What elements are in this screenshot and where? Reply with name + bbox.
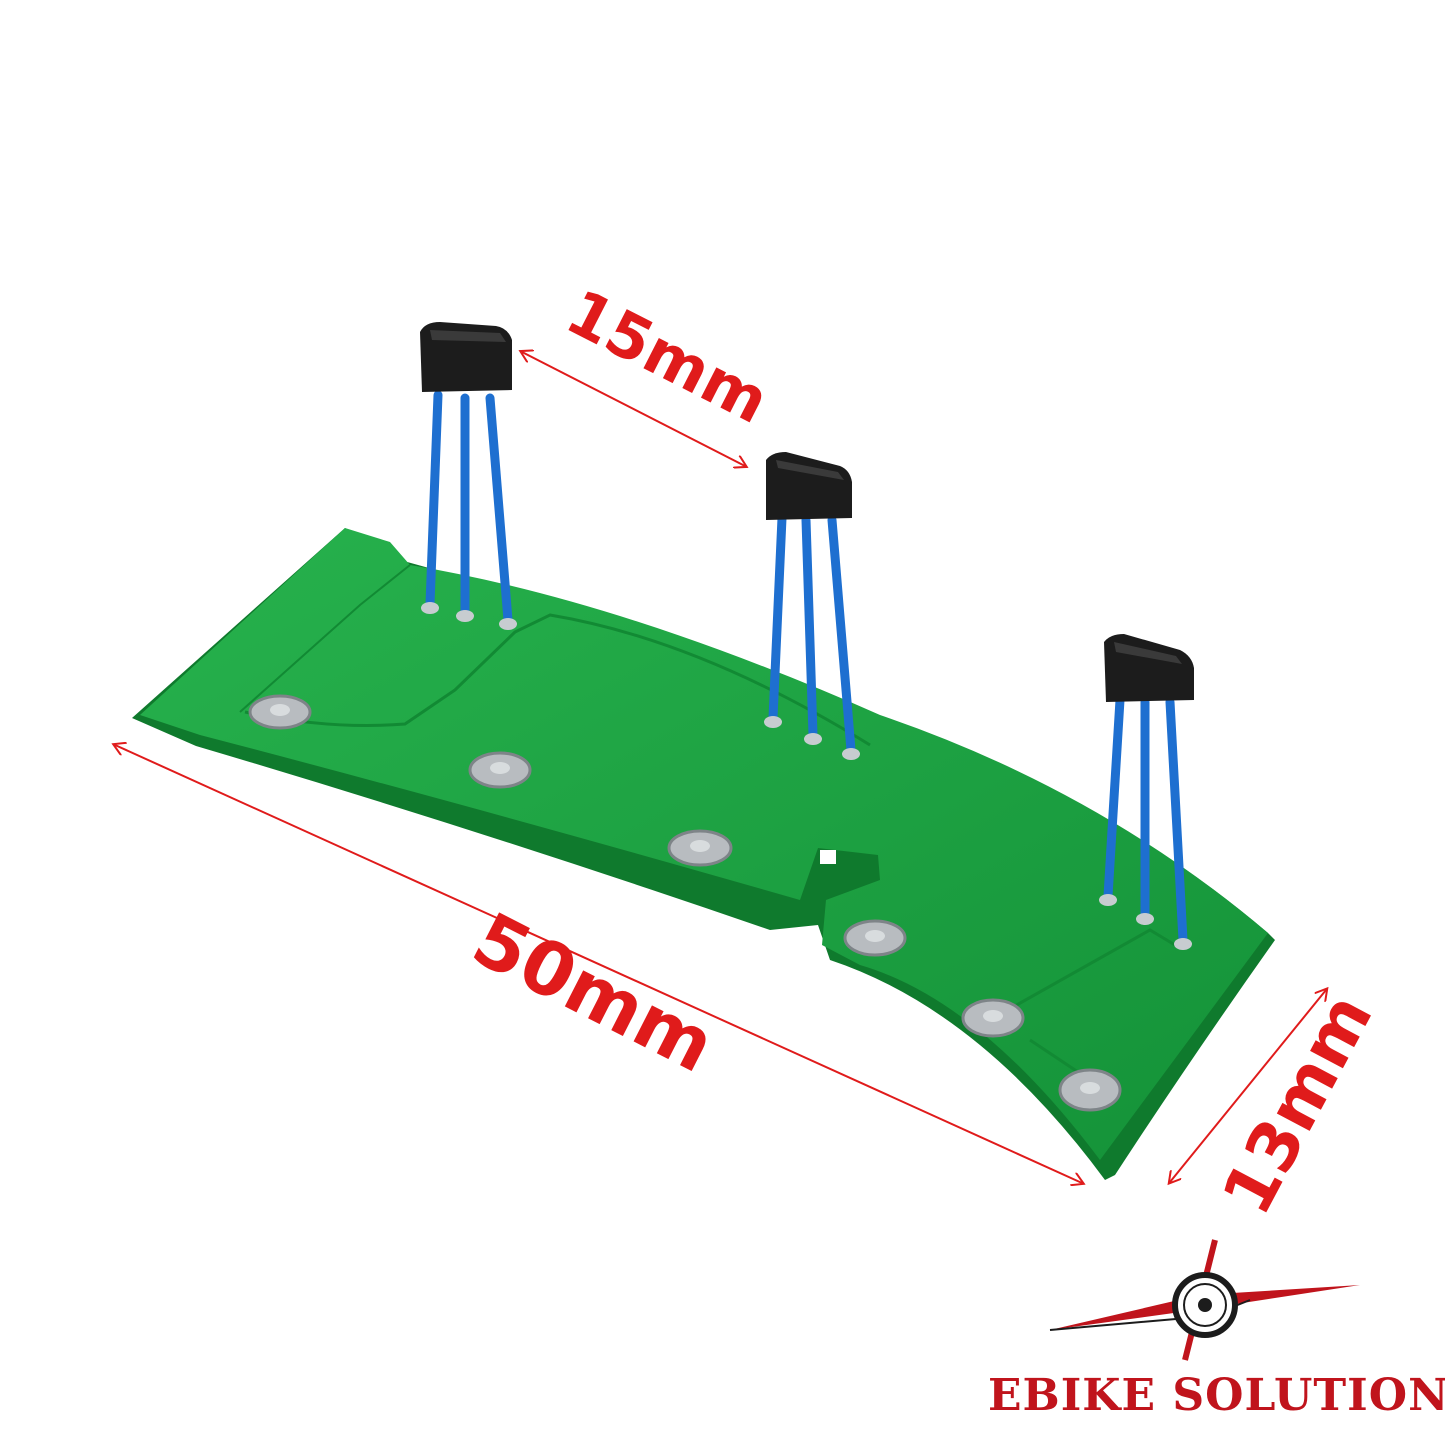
brand-name: EBIKE SOLUTION: [988, 1370, 1445, 1421]
hall-sensor-icon: [1099, 634, 1194, 950]
pcb-trace: [239, 564, 411, 713]
double-arrow-icon: [115, 745, 1082, 1183]
hall-sensor-icon: [764, 452, 860, 760]
pcb-notch: [820, 850, 836, 864]
brand-logo-icon: [1049, 1239, 1360, 1361]
hall-sensor-pcb: [132, 528, 1275, 1180]
double-arrow-icon: [522, 352, 745, 466]
hall-sensor-icon: [420, 322, 517, 630]
double-arrow-icon: [1170, 990, 1326, 1182]
